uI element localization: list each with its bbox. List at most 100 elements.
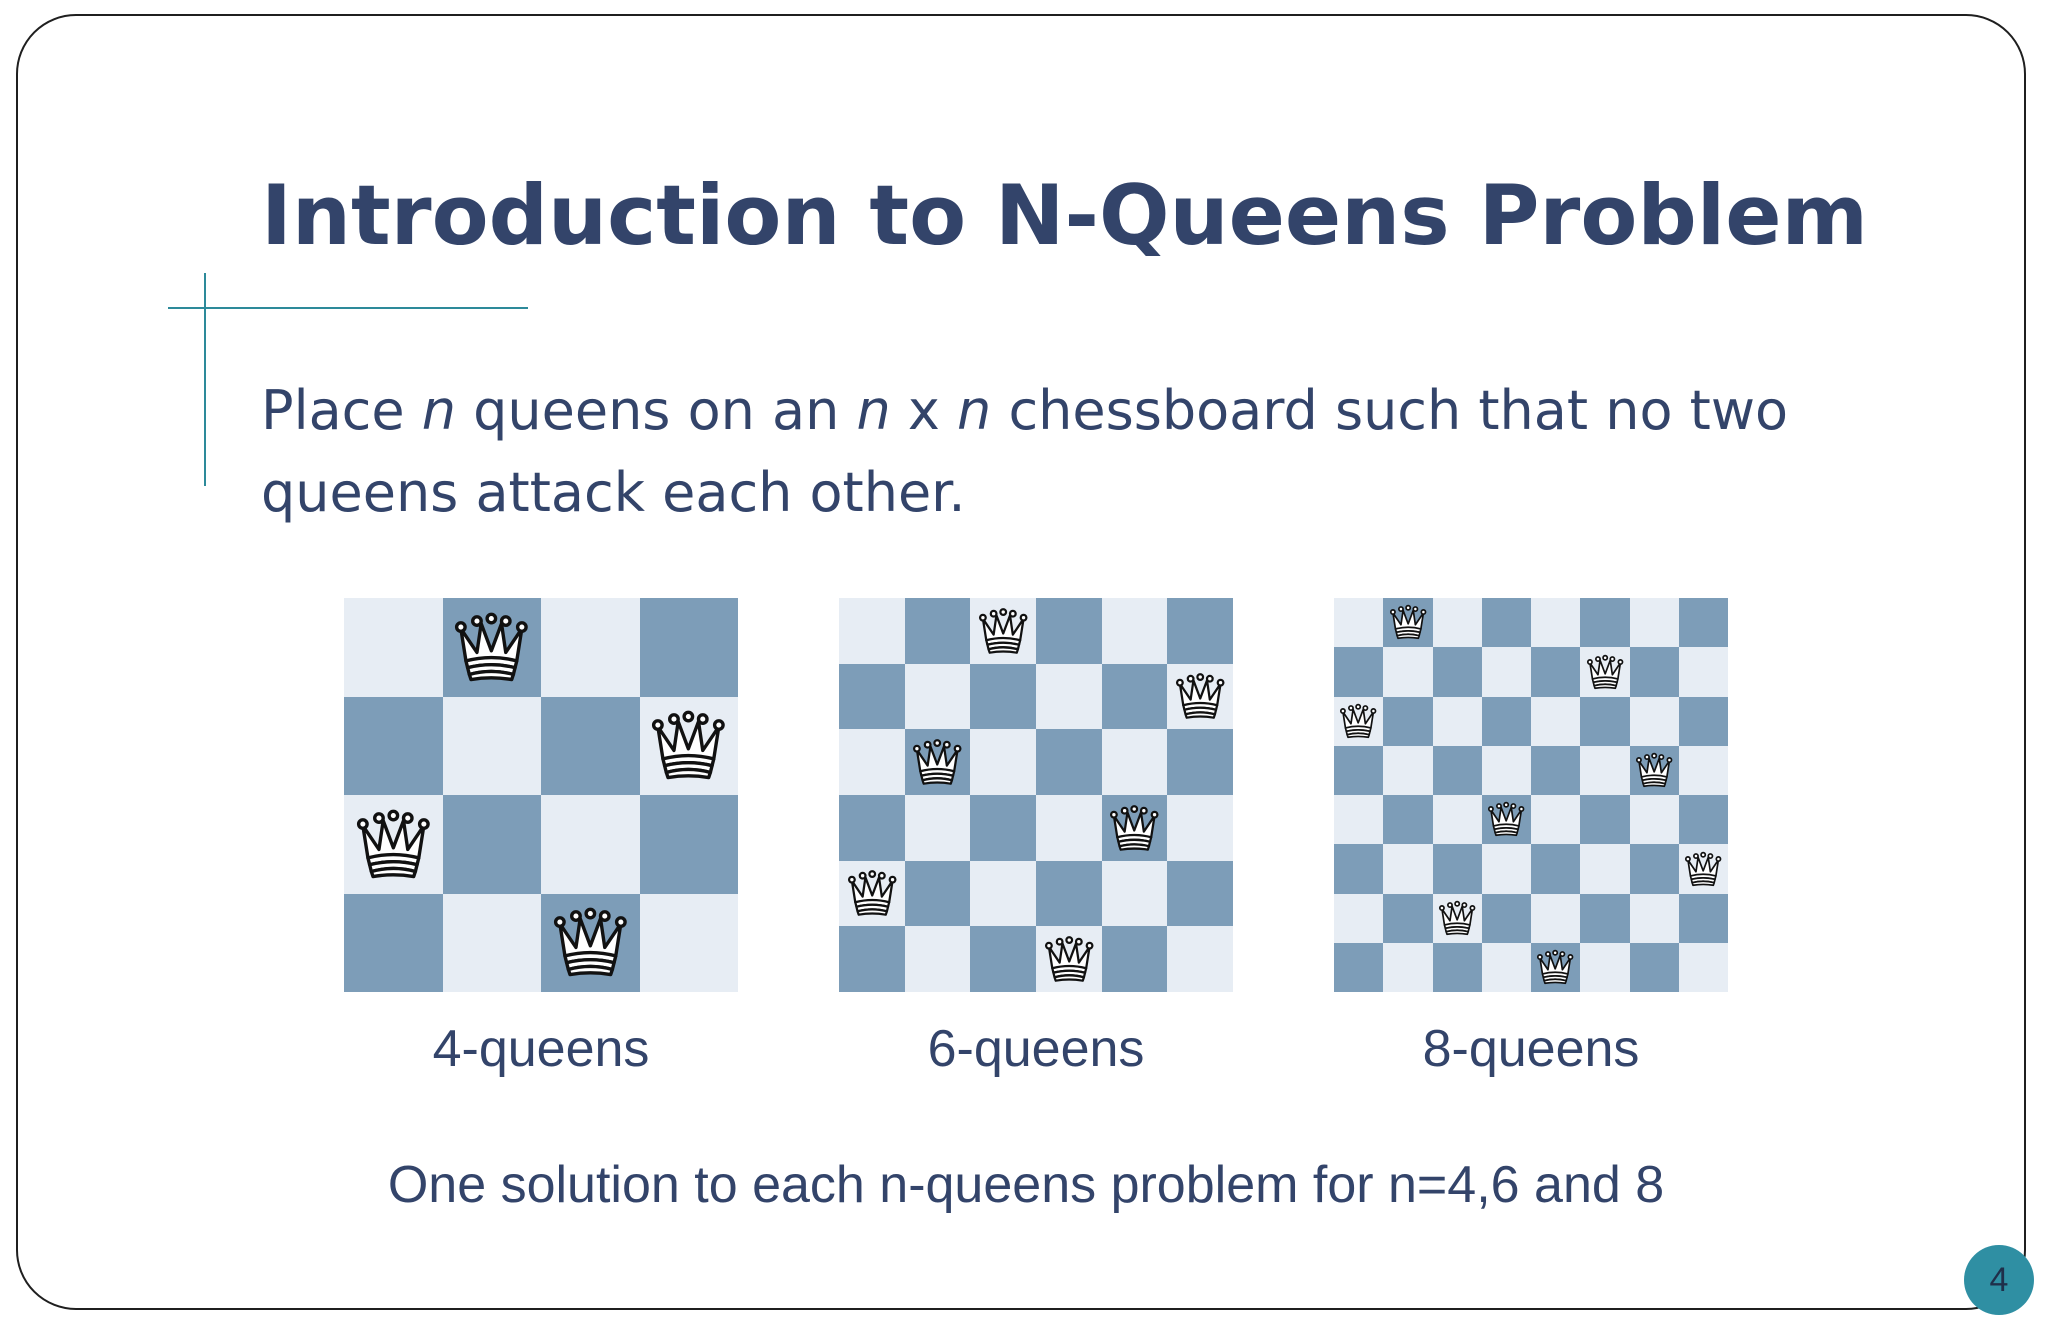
board-square	[344, 696, 443, 795]
board-square	[970, 598, 1036, 664]
board-square	[1580, 598, 1630, 648]
board-square	[1101, 729, 1168, 795]
board-square	[1580, 844, 1630, 894]
board-square	[1432, 893, 1482, 943]
board-square	[1481, 696, 1531, 746]
board-square	[1678, 745, 1728, 795]
body-text-part: chessboard such that no two queens attac…	[261, 379, 1789, 524]
board-square	[1531, 598, 1581, 648]
body-text-italic-n: n	[856, 379, 891, 442]
board-square	[1580, 942, 1630, 992]
queen-icon	[1110, 804, 1159, 851]
board-square	[1334, 745, 1384, 795]
board-square	[1383, 893, 1433, 943]
queen-icon	[1389, 605, 1427, 640]
board-square	[1481, 745, 1531, 795]
board-square	[1678, 844, 1728, 894]
board-square	[1035, 598, 1102, 664]
board-square	[1432, 598, 1482, 648]
chessboard-6-queens	[839, 598, 1233, 992]
body-text-italic-n: n	[421, 379, 456, 442]
accent-line-horizontal	[168, 307, 528, 309]
board-square	[1167, 926, 1233, 992]
board-square	[1035, 860, 1102, 927]
board-square	[1101, 663, 1168, 730]
board-square	[970, 729, 1036, 795]
board-square	[1334, 795, 1384, 845]
board-square	[970, 794, 1036, 861]
queen-icon	[1438, 900, 1476, 936]
board-square	[1334, 893, 1384, 943]
board-square	[1481, 598, 1531, 648]
board-square	[1432, 647, 1482, 697]
board-square	[904, 598, 971, 664]
board-square	[839, 598, 905, 664]
board-square	[1580, 696, 1630, 746]
board-square	[1580, 745, 1630, 795]
body-text-italic-n: n	[957, 379, 992, 442]
board-square	[541, 795, 640, 894]
board-square	[1334, 942, 1384, 992]
board-square	[1167, 598, 1233, 664]
slide: Introduction to N-Queens Problem Place n…	[16, 14, 2034, 1315]
queen-icon	[1340, 703, 1377, 739]
board-square	[1678, 795, 1728, 845]
board-square	[1334, 696, 1384, 746]
board-square	[1432, 745, 1482, 795]
board-square	[1629, 795, 1679, 845]
queen-icon	[1175, 673, 1225, 720]
queen-icon	[847, 870, 897, 917]
board-square	[1629, 844, 1679, 894]
board-square	[1432, 696, 1482, 746]
board-square	[1383, 696, 1433, 746]
board-square	[1531, 942, 1581, 992]
board-square	[970, 663, 1036, 730]
board-square	[1167, 663, 1233, 730]
board-square	[1432, 795, 1482, 845]
board-square	[839, 794, 905, 861]
board-square	[1481, 795, 1531, 845]
board-square	[1531, 745, 1581, 795]
board-square	[344, 598, 443, 697]
queen-icon	[1537, 950, 1574, 985]
queen-icon	[978, 607, 1028, 654]
board-square	[839, 860, 905, 927]
queen-icon	[1586, 654, 1624, 689]
board-square	[1481, 942, 1531, 992]
board-square	[970, 926, 1036, 992]
board-square	[1101, 794, 1168, 861]
board-square	[639, 598, 738, 697]
slide-title: Introduction to N-Queens Problem	[261, 167, 1868, 264]
board-square	[1167, 794, 1233, 861]
queen-icon	[1044, 936, 1094, 982]
board-square	[1531, 844, 1581, 894]
board-square	[1101, 598, 1168, 664]
board-square	[1580, 893, 1630, 943]
board-square	[1334, 598, 1384, 648]
board-square	[1580, 795, 1630, 845]
board-square	[1035, 794, 1102, 861]
board-square	[639, 893, 738, 992]
board-square	[1629, 942, 1679, 992]
queen-icon	[913, 739, 962, 785]
board-square	[1383, 795, 1433, 845]
board-square	[970, 860, 1036, 927]
board-square	[1678, 893, 1728, 943]
board-square	[1383, 598, 1433, 648]
board-square	[1334, 844, 1384, 894]
slide-caption: One solution to each n-queens problem fo…	[387, 1156, 1665, 1214]
board-square	[1580, 647, 1630, 697]
queen-icon	[455, 612, 529, 682]
board-square	[1101, 860, 1168, 927]
board-square	[1678, 647, 1728, 697]
board-square	[1383, 942, 1433, 992]
board-square	[541, 893, 640, 992]
board-square	[344, 893, 443, 992]
board-label-6-queens: 6-queens	[927, 1020, 1145, 1078]
board-square	[904, 926, 971, 992]
board-square	[1481, 893, 1531, 943]
board-square	[1035, 663, 1102, 730]
board-square	[839, 926, 905, 992]
body-text-part: Place	[261, 379, 422, 442]
body-text-part: x	[890, 379, 958, 442]
